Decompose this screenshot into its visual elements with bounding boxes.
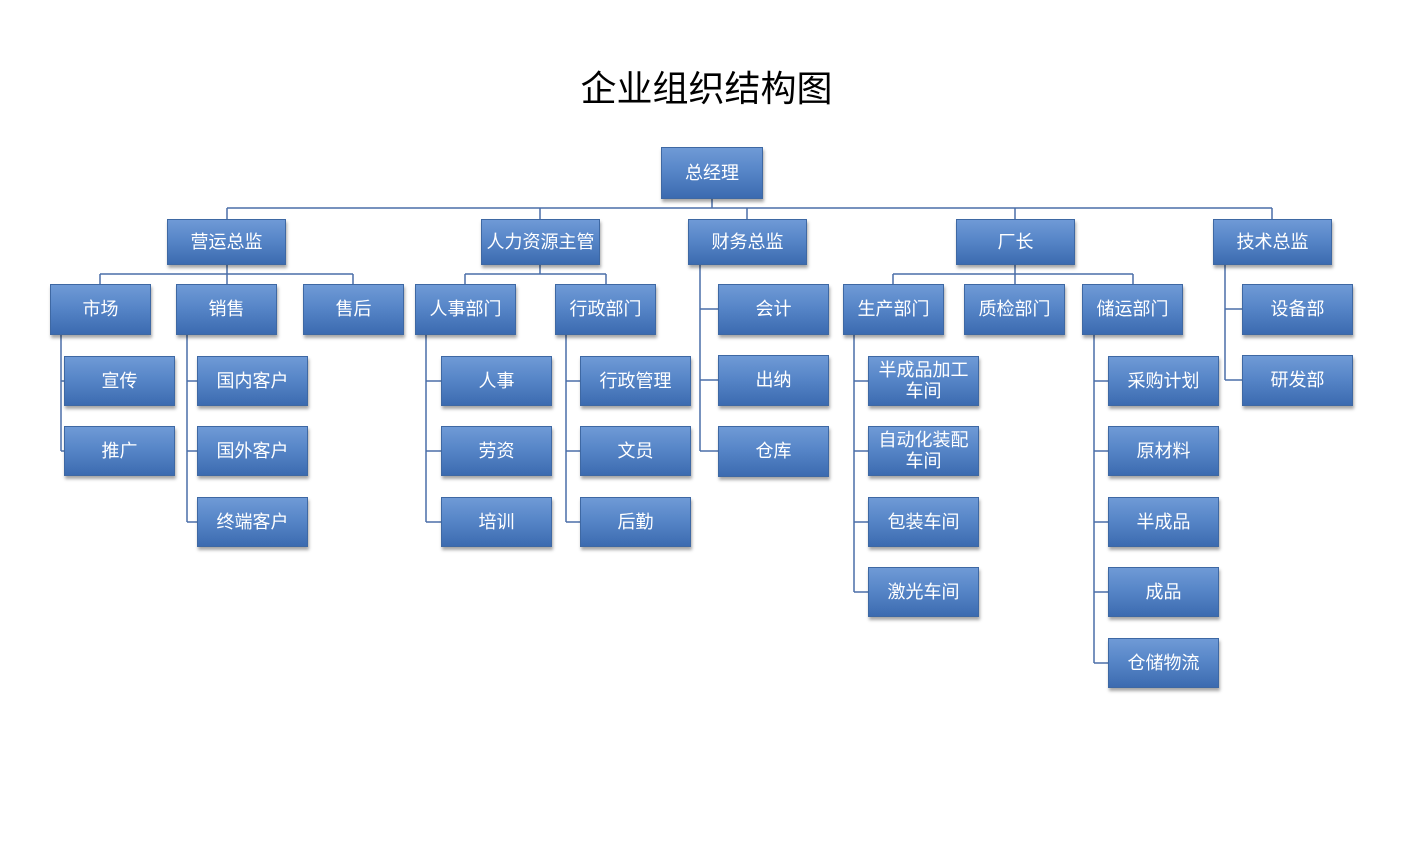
node-market[interactable]: 市场	[50, 284, 151, 335]
chart-title: 企业组织结构图	[580, 69, 833, 110]
node-raw-materials[interactable]: 原材料	[1108, 426, 1219, 476]
node-promotion[interactable]: 推广	[64, 426, 175, 476]
node-ceo[interactable]: 总经理	[661, 147, 763, 199]
node-laser-workshop[interactable]: 激光车间	[868, 567, 979, 617]
node-domestic-customers[interactable]: 国内客户	[197, 356, 308, 406]
node-after-sales[interactable]: 售后	[303, 284, 404, 335]
node-semi-finished[interactable]: 半成品	[1108, 497, 1219, 547]
node-qc-dept[interactable]: 质检部门	[964, 284, 1065, 335]
node-admin-dept[interactable]: 行政部门	[555, 284, 656, 335]
node-sales[interactable]: 销售	[176, 284, 277, 335]
node-warehousing-logistics[interactable]: 仓储物流	[1108, 638, 1219, 688]
node-hr-dept[interactable]: 人事部门	[415, 284, 516, 335]
node-personnel[interactable]: 人事	[441, 356, 552, 406]
node-logistics-dept[interactable]: 储运部门	[1082, 284, 1183, 335]
node-purchase-plan[interactable]: 采购计划	[1108, 356, 1219, 406]
node-finished-products[interactable]: 成品	[1108, 567, 1219, 617]
node-finance-director[interactable]: 财务总监	[688, 219, 807, 265]
node-labor-wages[interactable]: 劳资	[441, 426, 552, 476]
node-semi-processing-workshop[interactable]: 半成品加工车间	[868, 356, 979, 406]
node-equipment-dept[interactable]: 设备部	[1242, 284, 1353, 335]
node-cashier[interactable]: 出纳	[718, 355, 829, 406]
node-tech-director[interactable]: 技术总监	[1213, 219, 1332, 265]
node-hr-manager[interactable]: 人力资源主管	[481, 219, 600, 265]
node-packaging-workshop[interactable]: 包装车间	[868, 497, 979, 547]
node-training[interactable]: 培训	[441, 497, 552, 547]
node-clerk[interactable]: 文员	[580, 426, 691, 476]
node-admin-management[interactable]: 行政管理	[580, 356, 691, 406]
node-foreign-customers[interactable]: 国外客户	[197, 426, 308, 476]
node-factory-director[interactable]: 厂长	[956, 219, 1075, 265]
node-logistics-support[interactable]: 后勤	[580, 497, 691, 547]
node-rd-dept[interactable]: 研发部	[1242, 355, 1353, 406]
node-ops-director[interactable]: 营运总监	[167, 219, 286, 265]
node-publicity[interactable]: 宣传	[64, 356, 175, 406]
node-warehouse[interactable]: 仓库	[718, 426, 829, 477]
node-auto-assembly-workshop[interactable]: 自动化装配车间	[868, 426, 979, 476]
node-end-customers[interactable]: 终端客户	[197, 497, 308, 547]
node-production-dept[interactable]: 生产部门	[843, 284, 944, 335]
node-accounting[interactable]: 会计	[718, 284, 829, 335]
